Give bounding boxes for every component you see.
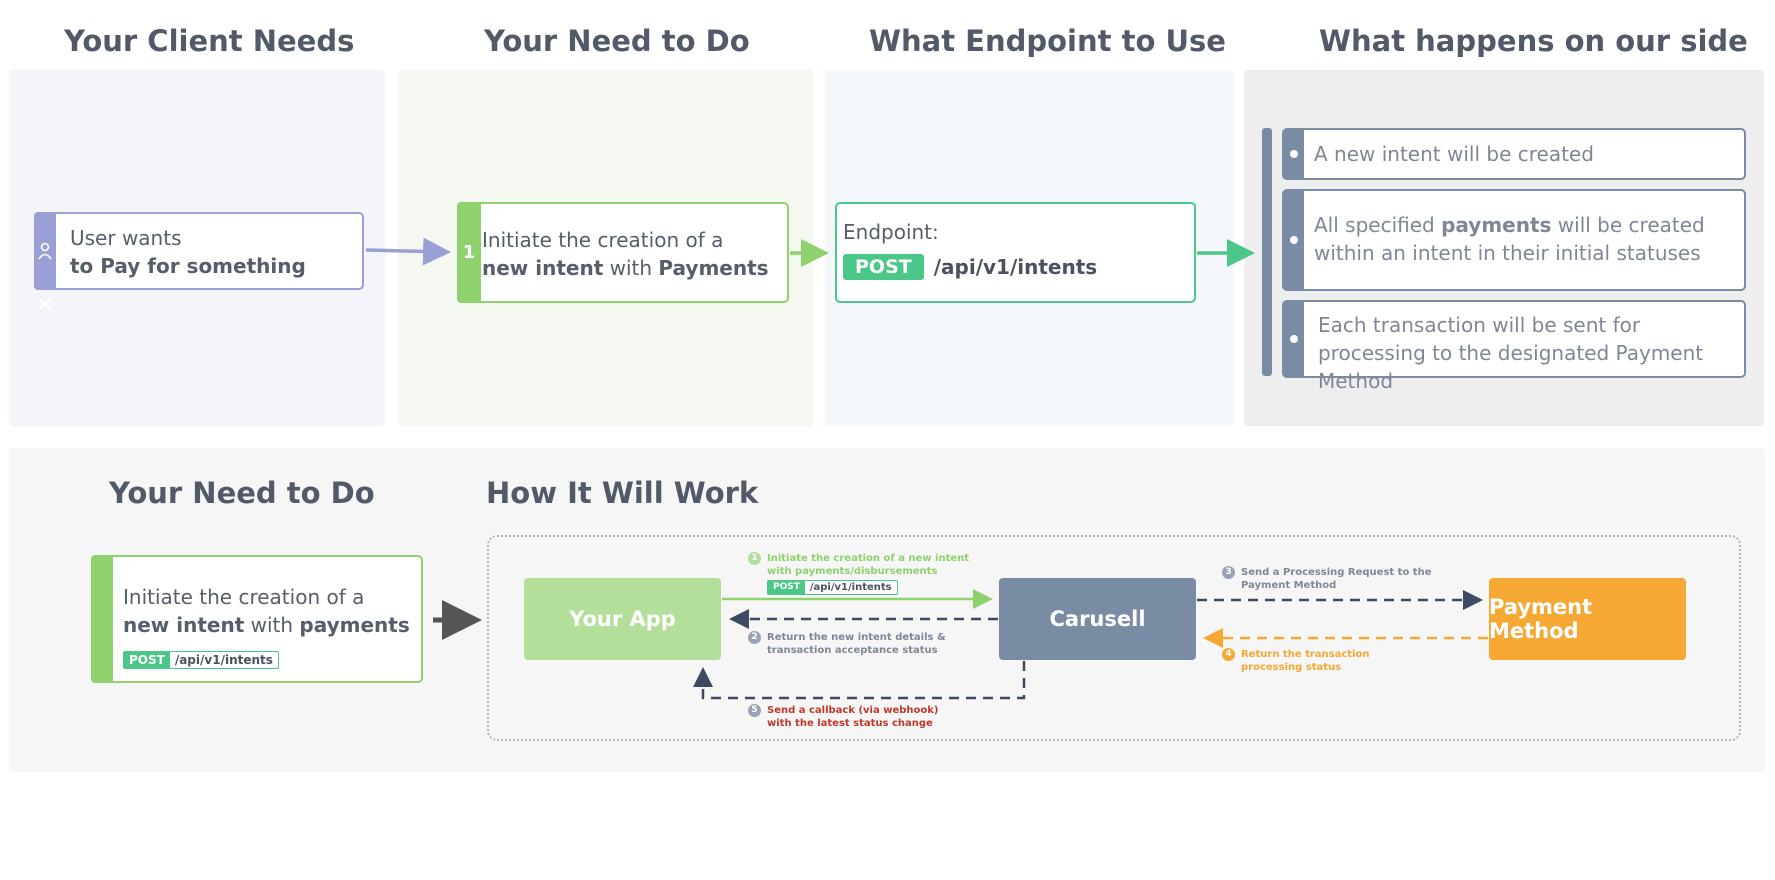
client-need-text: User wants to Pay for something — [70, 226, 306, 278]
bottom-title-how-it-works: How It Will Work — [486, 476, 759, 510]
column-title-client-needs: Your Client Needs — [64, 24, 355, 58]
side-item-transaction-sent: Each transaction will be sent for proces… — [1282, 300, 1746, 393]
bottom-step-box: Initiate the creation of a new intent wi… — [91, 555, 423, 683]
column-title-need-to-do: Your Need to Do — [484, 24, 750, 58]
step-text: Initiate the creation of a new intent wi… — [482, 228, 769, 280]
bullet-icon — [1290, 236, 1298, 244]
bullet-icon — [1290, 150, 1298, 158]
bottom-step-strip — [91, 555, 113, 683]
step-box: 1 Initiate the creation of a new intent … — [457, 202, 789, 303]
bottom-endpoint-chip: POST /api/v1/intents — [123, 651, 279, 669]
node-carusell: Carusell — [999, 578, 1196, 660]
post-badge: POST — [843, 254, 924, 280]
top-arrows — [365, 237, 1255, 267]
side-item-intent-created: A new intent will be created — [1282, 128, 1746, 180]
step-number: 1 — [457, 202, 481, 303]
flow-arrows — [433, 589, 1488, 700]
endpoint-label: Endpoint: — [843, 220, 939, 244]
flow-endpoint-chip: POST /api/v1/intents — [767, 580, 898, 595]
column-title-endpoint: What Endpoint to Use — [869, 24, 1226, 58]
side-item-payments-created: All specified payments will be created w… — [1282, 189, 1746, 291]
column-title-our-side: What happens on our side — [1319, 24, 1748, 58]
endpoint-path: /api/v1/intents — [933, 255, 1098, 279]
close-icon — [38, 296, 52, 310]
bullet-icon — [1290, 335, 1298, 343]
side-bar — [1262, 128, 1272, 376]
endpoint-box: Endpoint: POST /api/v1/intents — [835, 202, 1196, 303]
bottom-title-need-to-do: Your Need to Do — [109, 476, 375, 510]
arrow-client-to-step — [365, 237, 451, 266]
client-need-box: User wants to Pay for something — [34, 212, 364, 290]
node-payment-method: Payment Method — [1489, 578, 1686, 660]
bottom-step-text: Initiate the creation of a new intent wi… — [123, 585, 410, 637]
flow-frame — [487, 535, 1741, 741]
arrow-callback — [693, 661, 1026, 700]
node-your-app: Your App — [524, 578, 721, 660]
user-icon — [38, 242, 52, 260]
